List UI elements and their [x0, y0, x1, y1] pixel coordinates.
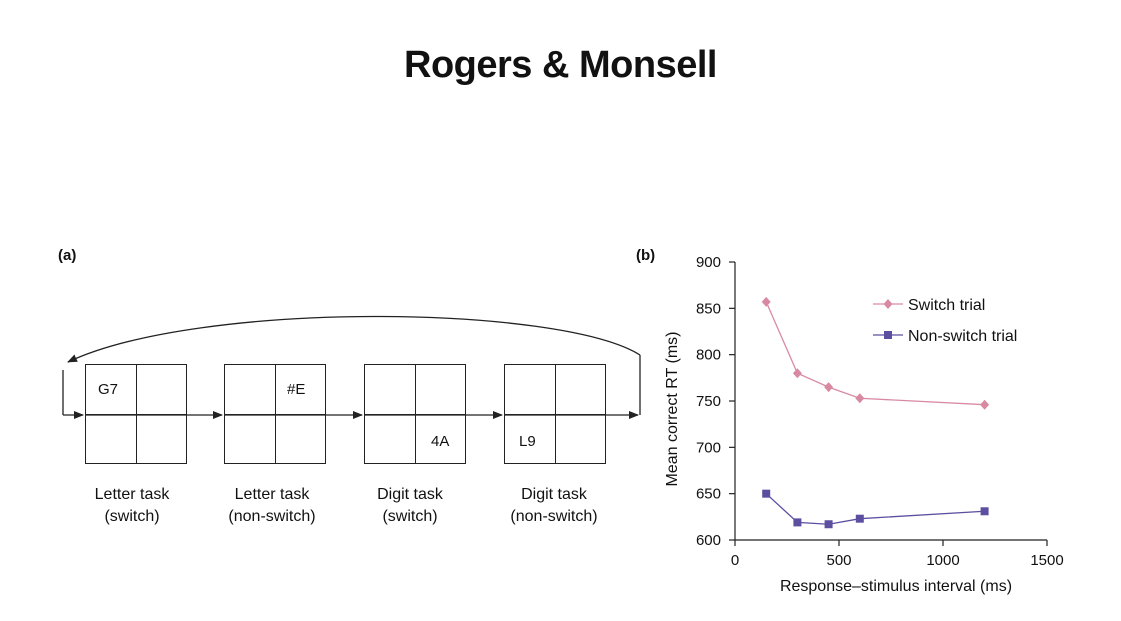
stimulus-grid-1: G7	[85, 364, 187, 464]
y-tick-label: 800	[696, 347, 721, 364]
x-tick-label: 0	[731, 552, 739, 569]
task-label-2: Letter task (non-switch)	[207, 484, 337, 528]
legend-label: Non-switch trial	[908, 328, 1017, 345]
x-tick-label: 500	[826, 552, 851, 569]
loop-arc	[67, 315, 641, 363]
y-tick-label: 650	[696, 486, 721, 503]
non-switch-point	[855, 514, 864, 523]
legend-marker	[884, 331, 892, 339]
x-tick-label: 1500	[1030, 552, 1063, 569]
y-axis-label: Mean correct RT (ms)	[664, 332, 681, 487]
y-tick-label: 850	[696, 300, 721, 317]
task-label-line1: Digit task	[377, 486, 443, 503]
task-label-1: Letter task (switch)	[67, 484, 197, 528]
stimulus-grid-3: 4A	[364, 364, 466, 464]
task-label-line1: Letter task	[234, 486, 310, 503]
y-tick-label: 750	[696, 393, 721, 410]
y-tick-label: 600	[696, 532, 721, 549]
task-label-line2: (non-switch)	[510, 508, 598, 525]
slide-title: Rogers & Monsell	[404, 44, 717, 86]
task-label-3: Digit task (switch)	[345, 484, 475, 528]
task-label-line1: Digit task	[521, 486, 587, 503]
stimulus-text: L9	[519, 433, 536, 450]
stimulus-text: G7	[98, 381, 119, 398]
switch-point	[855, 393, 865, 404]
y-tick-label: 700	[696, 439, 721, 456]
task-label-line2: (switch)	[104, 508, 160, 525]
y-tick-label: 900	[696, 254, 721, 271]
stimulus-text: 4A	[431, 433, 450, 450]
non-switch-point	[793, 518, 802, 527]
legend-label: Switch trial	[908, 297, 985, 314]
task-label-line2: (non-switch)	[228, 508, 316, 525]
switch-point	[824, 382, 834, 393]
panel-a-label: (a)	[58, 247, 77, 264]
stimulus-text: #E	[287, 381, 306, 398]
non-switch-point	[762, 489, 771, 498]
task-label-line1: Letter task	[94, 486, 170, 503]
x-tick-label: 1000	[926, 552, 959, 569]
switch-point	[792, 368, 802, 379]
stimulus-grid-2: #E	[224, 364, 326, 464]
task-label-line2: (switch)	[382, 508, 438, 525]
task-label-4: Digit task (non-switch)	[489, 484, 619, 528]
non-switch-point	[824, 520, 833, 529]
switch-point	[761, 296, 771, 307]
panel-b-label: (b)	[636, 247, 656, 264]
series-line-1	[765, 301, 985, 406]
stimulus-grid-4: L9	[504, 364, 606, 464]
x-axis-label: Response–stimulus interval (ms)	[780, 578, 1012, 595]
switch-point	[980, 399, 990, 410]
non-switch-point	[980, 507, 989, 516]
legend-marker	[883, 299, 893, 309]
